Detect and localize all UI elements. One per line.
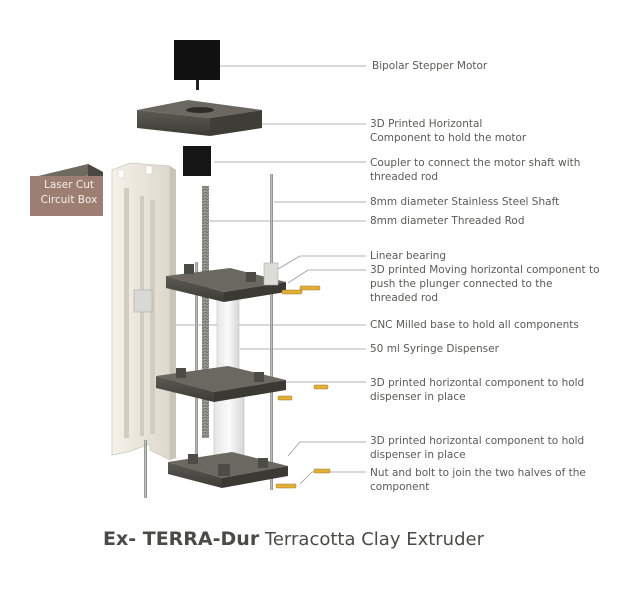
leader-nut-bolt xyxy=(299,471,313,485)
circuit-box xyxy=(30,164,103,216)
moving-component xyxy=(166,262,286,302)
title-rest: Terracotta Clay Extruder xyxy=(259,529,484,550)
bolt xyxy=(281,289,303,295)
leader-lines xyxy=(170,65,366,485)
leader-holder-2 xyxy=(287,441,301,457)
coupler xyxy=(183,146,211,176)
label-nut-bolt: Nut and bolt to join the two halves of t… xyxy=(370,467,586,493)
bolts xyxy=(275,285,331,489)
label-holder-1: 3D printed horizontal component to hold … xyxy=(370,377,585,403)
bolt xyxy=(277,395,293,401)
bolt xyxy=(275,483,297,489)
holder-1 xyxy=(156,366,286,402)
cnc-base-plate xyxy=(111,162,176,461)
label-syringe: 50 ml Syringe Dispenser xyxy=(370,343,499,355)
rods xyxy=(144,174,273,498)
label-threaded-rod: 8mm diameter Threaded Rod xyxy=(370,215,525,227)
title-bold: Ex- TERRA-Dur xyxy=(103,528,260,550)
label-motor-holder: 3D Printed Horizontal Component to hold … xyxy=(370,118,527,144)
label-holder-2: 3D printed horizontal component to hold … xyxy=(370,435,585,461)
stepper-motor xyxy=(174,40,220,90)
label-bearing: Linear bearing xyxy=(370,250,447,262)
label-coupler: Coupler to connect the motor shaft with … xyxy=(370,157,581,183)
circuit-box-label: Laser Cut Circuit Box xyxy=(40,179,98,206)
motor-holder xyxy=(137,100,262,136)
diagram-title: Ex- TERRA-Dur Terracotta Clay Extruder xyxy=(103,528,484,550)
label-base: CNC Milled base to hold all components xyxy=(370,319,579,331)
bolt xyxy=(313,468,331,474)
bolt xyxy=(299,285,321,291)
leader-moving xyxy=(287,269,309,284)
holder-2 xyxy=(168,452,288,488)
bolt xyxy=(313,384,329,390)
leader-bearing xyxy=(277,255,301,270)
label-moving-component: 3D printed Moving horizontal component t… xyxy=(370,264,600,304)
label-shaft: 8mm diameter Stainless Steel Shaft xyxy=(370,196,560,208)
label-motor: Bipolar Stepper Motor xyxy=(372,60,488,72)
